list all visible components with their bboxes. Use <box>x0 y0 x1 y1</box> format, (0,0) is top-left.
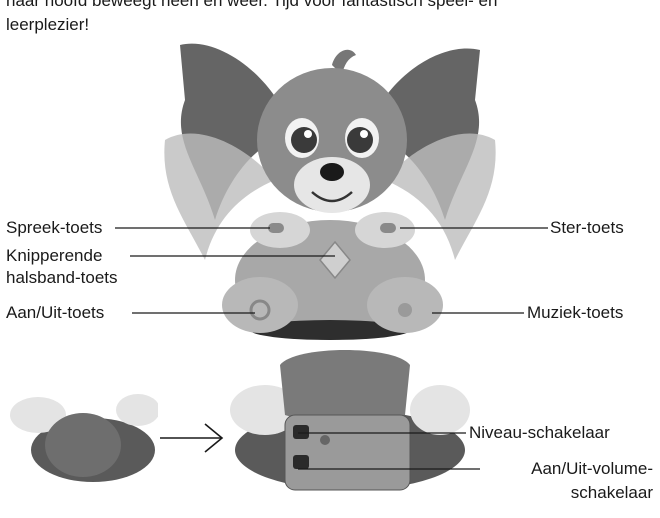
label-muziek-toets: Muziek-toets <box>527 302 623 323</box>
label-ster-toets: Ster-toets <box>550 217 624 238</box>
label-schakelaar: schakelaar <box>483 482 653 503</box>
label-niveau-schakelaar: Niveau-schakelaar <box>469 422 610 443</box>
label-aan-uit-toets: Aan/Uit-toets <box>6 302 104 323</box>
right-arrow-icon <box>160 424 222 452</box>
label-aan-uit-volume: Aan/Uit-volume- <box>483 458 653 479</box>
label-spreek-toets: Spreek-toets <box>6 217 102 238</box>
label-knipperende: Knipperende <box>6 245 102 266</box>
label-halsband-toets: halsband-toets <box>6 267 118 288</box>
